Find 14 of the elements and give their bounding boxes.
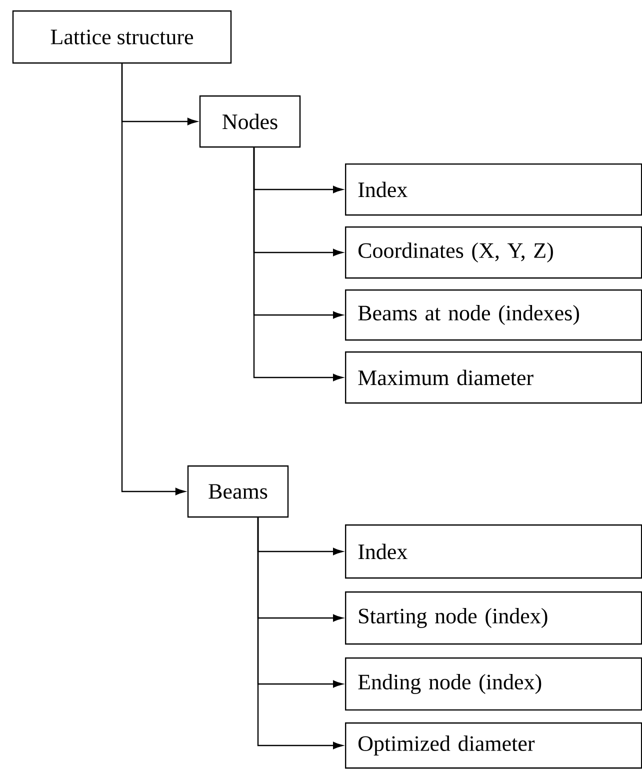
connector-arrow (121, 64, 186, 496)
attribute-box: Maximum diameter (345, 351, 642, 404)
connector-arrow (253, 148, 343, 382)
attribute-box: Starting node (index) (345, 591, 642, 645)
category-box: Beams (187, 465, 289, 518)
attribute-box: Index (345, 524, 642, 579)
attribute-box: Optimized diameter (345, 722, 642, 769)
root-box: Lattice structure (12, 10, 232, 64)
attribute-box: Coordinates (X, Y, Z) (345, 226, 642, 279)
attribute-box: Beams at node (indexes) (345, 289, 642, 341)
connector-arrow (257, 518, 343, 750)
category-box: Nodes (199, 95, 301, 148)
attribute-box: Index (345, 163, 642, 216)
attribute-box: Ending node (index) (345, 657, 642, 711)
